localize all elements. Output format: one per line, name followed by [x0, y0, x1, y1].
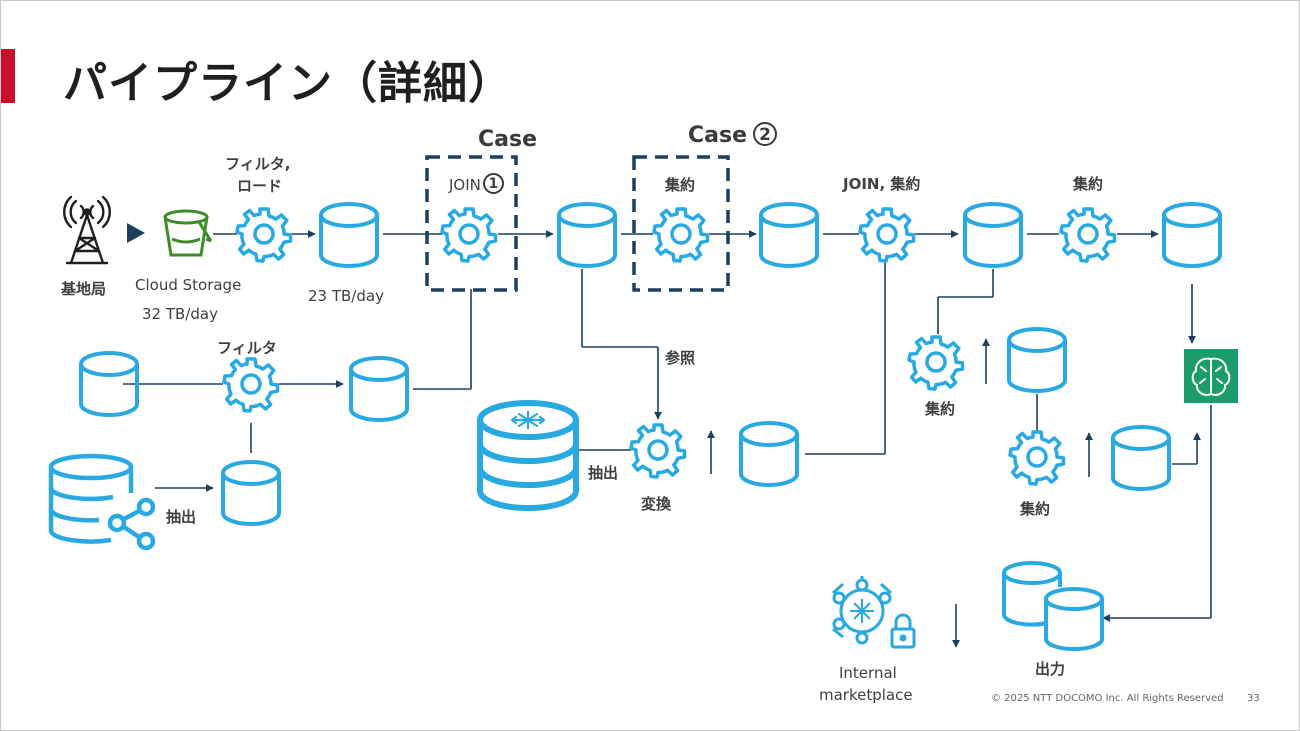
case2-box	[632, 155, 730, 292]
database-icon	[349, 356, 409, 422]
filter-gear-icon	[222, 357, 280, 413]
aggregate-gear-icon	[652, 207, 710, 263]
extract-label-mid: 抽出	[588, 464, 619, 482]
db-rate-label: 23 TB/day	[308, 287, 384, 305]
case1-box	[425, 155, 518, 292]
aggregate-label-right: 集約	[1073, 175, 1104, 193]
transform-label: 変換	[641, 495, 672, 513]
database-icon	[1162, 202, 1222, 268]
page-number: 33	[1247, 693, 1260, 704]
aggregate-gear-icon	[1059, 207, 1117, 263]
case2-number: 2	[753, 122, 778, 146]
cell-tower-icon	[63, 195, 111, 265]
internal-marketplace-label-line1: Internal	[839, 664, 897, 682]
ml-model-icon	[1184, 349, 1238, 403]
database-icon	[759, 202, 819, 268]
database-icon	[963, 202, 1023, 268]
output-label: 出力	[1035, 660, 1066, 678]
database-icon	[739, 421, 799, 487]
filter-load-label-line2: ロード	[237, 177, 283, 195]
cloud-storage-bucket-icon	[163, 209, 213, 257]
title-accent-bar	[1, 49, 15, 103]
reference-label: 参照	[665, 349, 696, 367]
aggregate-gear-icon	[1008, 430, 1066, 486]
extract-label-left: 抽出	[166, 508, 197, 526]
database-icon	[1111, 425, 1171, 491]
cloud-storage-label: Cloud Storage	[135, 276, 242, 294]
slide-title: パイプライン（詳細）	[63, 58, 513, 109]
aggregate-label-mid: 集約	[925, 400, 956, 418]
join-gear-icon	[440, 207, 498, 263]
database-icon	[1007, 327, 1067, 393]
snowflake-database-icon	[477, 400, 579, 511]
database-icon	[221, 460, 281, 526]
filter-load-label-line1: フィルタ,	[225, 155, 291, 173]
filter-load-gear-icon	[235, 207, 293, 263]
aggregate-label-lower: 集約	[1020, 500, 1051, 518]
copyright-footer: © 2025 NTT DOCOMO Inc. All Rights Reserv…	[991, 693, 1224, 704]
shared-database-icon	[48, 453, 156, 551]
aggregate-gear-icon	[907, 335, 965, 391]
filter-label: フィルタ	[217, 339, 277, 357]
join-aggregate-gear-icon	[858, 207, 916, 263]
internal-marketplace-label-line2: marketplace	[819, 686, 913, 704]
output-database-icon	[1002, 561, 1104, 651]
case1-label: Case	[478, 127, 538, 152]
join-aggregate-label: JOIN, 集約	[843, 175, 921, 193]
aggregate-label: 集約	[665, 176, 696, 194]
base-station-label: 基地局	[61, 280, 107, 298]
internal-marketplace-icon	[831, 576, 916, 649]
case1-number: 1	[482, 173, 504, 194]
database-icon	[557, 202, 617, 268]
transform-gear-icon	[629, 423, 687, 479]
cloud-storage-rate: 32 TB/day	[142, 305, 218, 323]
database-icon	[319, 202, 379, 268]
